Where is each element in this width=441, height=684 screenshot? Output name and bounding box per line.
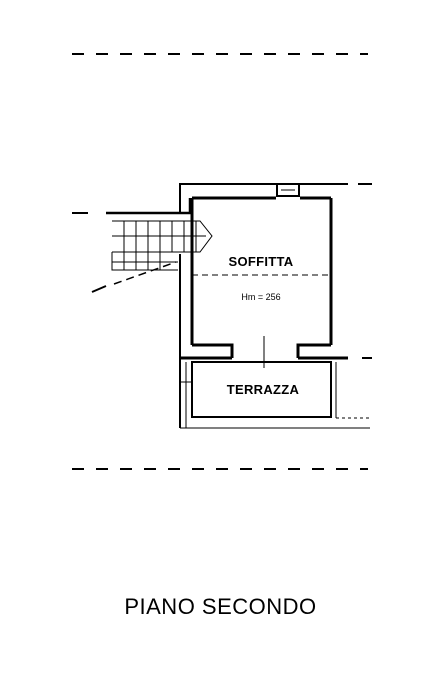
- room-height-note: Hm = 256: [241, 292, 281, 302]
- plan-title: PIANO SECONDO: [124, 594, 317, 619]
- room-label-soffitta: SOFFITTA: [228, 254, 294, 269]
- room-label-terrazza: TERRAZZA: [226, 382, 300, 397]
- building-walls: [72, 183, 372, 429]
- terrazza-outline: [191, 361, 332, 418]
- staircase: [91, 220, 213, 293]
